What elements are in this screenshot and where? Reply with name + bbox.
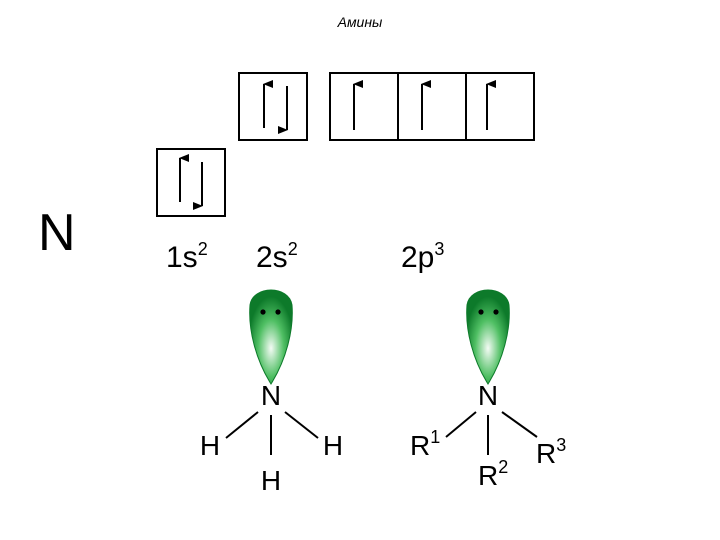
amine-structure: N R1 R2 R3 xyxy=(410,289,566,491)
orbital-box-1s xyxy=(156,148,226,217)
substituent-r1: R1 xyxy=(410,427,440,461)
orbital-label-2s: 2s2 xyxy=(256,239,298,274)
lone-pair-electron xyxy=(260,309,266,315)
bond-left xyxy=(225,411,259,439)
lone-pair-electron xyxy=(275,309,281,315)
ammonia-structure: N H H H xyxy=(200,289,343,496)
orbital-box-2s xyxy=(238,72,308,141)
orbital-label-1s: 1s2 xyxy=(166,239,208,274)
lone-pair-lobe xyxy=(249,289,293,385)
nitrogen-atom: N xyxy=(261,380,281,411)
orbital-label-2p: 2p3 xyxy=(401,239,444,274)
lone-pair-lobe xyxy=(466,289,510,385)
lone-pair-electron xyxy=(478,309,484,315)
lone-pair-electron xyxy=(493,309,499,315)
substituent-r3: R3 xyxy=(536,435,566,469)
bond-right xyxy=(501,411,538,438)
hydrogen-atom-right: H xyxy=(323,430,343,461)
hydrogen-atom-bottom: H xyxy=(261,465,281,496)
orbital-box-2p xyxy=(329,72,535,141)
element-symbol: N xyxy=(38,204,76,262)
hydrogen-atom-left: H xyxy=(200,430,220,461)
nitrogen-atom: N xyxy=(478,380,498,411)
page-title: Амины xyxy=(337,14,383,30)
bond-left xyxy=(445,411,477,438)
substituent-r2: R2 xyxy=(478,457,508,491)
bond-right xyxy=(284,411,319,439)
